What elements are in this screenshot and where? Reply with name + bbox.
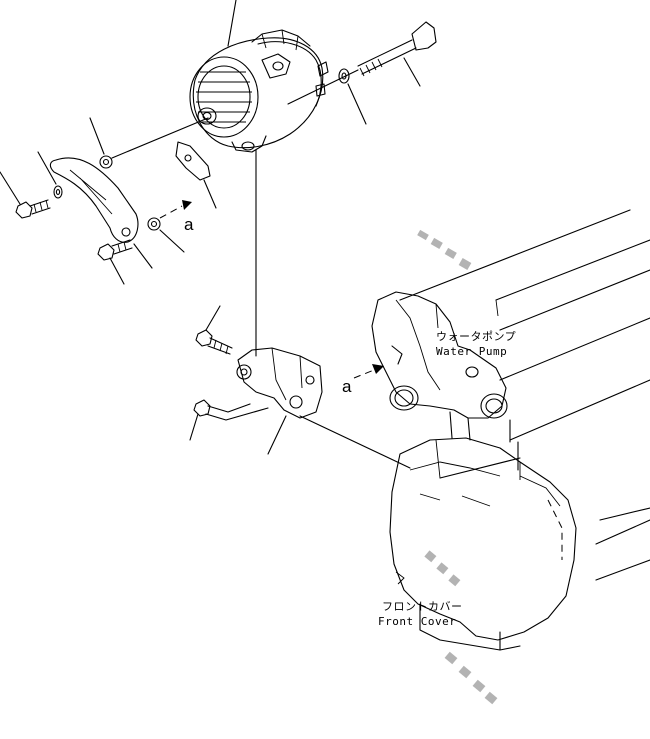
washer-top — [338, 68, 367, 125]
front-cover-label-en: Front Cover — [378, 615, 456, 628]
adjusting-strap — [49, 157, 139, 243]
front-cover-label-jp: フロントカバー — [382, 600, 463, 613]
view-a-label-2: a — [342, 377, 352, 396]
water-pump — [371, 291, 508, 441]
engine-block — [399, 209, 650, 581]
small-bracket — [175, 141, 217, 209]
scan-marks — [417, 229, 498, 705]
mounting-bracket — [236, 347, 411, 469]
alternator — [189, 0, 329, 153]
water-pump-label-jp: ウォータポンプ — [436, 330, 516, 343]
nut-strap — [147, 217, 185, 253]
front-cover — [389, 437, 577, 651]
view-arrow-a-1: a — [159, 200, 194, 234]
bolt-bracket-upper — [195, 305, 233, 355]
water-pump-label-en: Water Pump — [436, 345, 507, 358]
washer-left — [37, 151, 63, 199]
view-arrow-a-2: a — [342, 364, 384, 396]
view-a-label-1: a — [184, 215, 194, 234]
bolt-left — [0, 171, 51, 219]
nut-left — [89, 117, 209, 169]
bolt-bracket-lower — [189, 399, 269, 441]
long-bolt — [287, 21, 437, 105]
bolt-strap — [97, 239, 153, 285]
